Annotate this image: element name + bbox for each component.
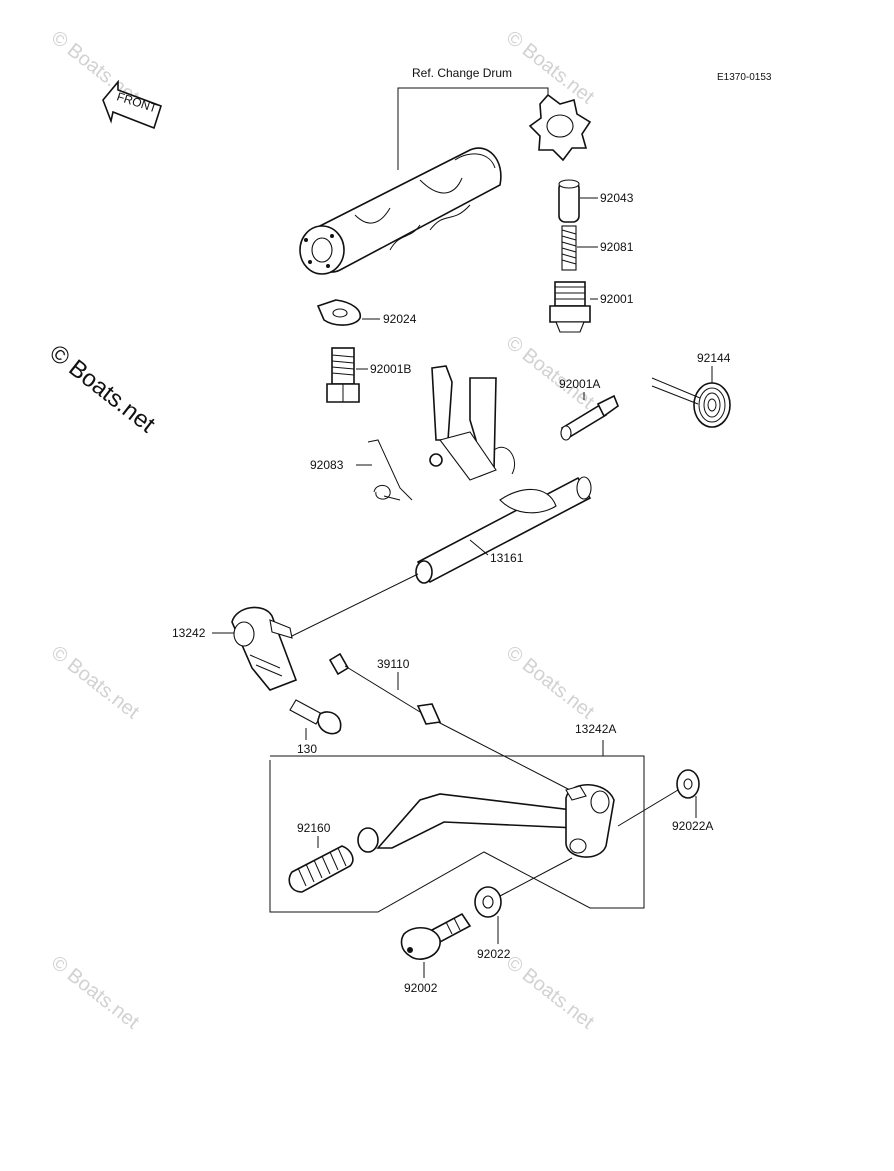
watermark-tile-5: © Boats.net [502, 642, 598, 724]
part-label-13242A: 13242A [575, 722, 616, 736]
part-label-130: 130 [297, 742, 317, 756]
part-label-39110: 39110 [377, 657, 410, 671]
part-label-92083: 92083 [310, 458, 344, 472]
change-drum-icon [299, 147, 502, 275]
part-label-92002: 92002 [404, 981, 438, 995]
pedal-rubber-92160-icon [288, 845, 354, 893]
part-label-92043: 92043 [600, 191, 634, 205]
watermark-tile-6: © Boats.net [47, 952, 143, 1034]
shift-lever-arm-13242-icon [231, 606, 298, 691]
part-label-13242: 13242 [172, 626, 206, 640]
part-label-92144: 92144 [697, 351, 731, 365]
watermark-main: © Boats.net [44, 339, 160, 438]
part-label-92022: 92022 [477, 947, 511, 961]
shift-pedal-icon [357, 784, 615, 858]
assembly-line-92022A [617, 789, 679, 827]
bolt-130-icon [289, 699, 342, 735]
watermark-tile-4: © Boats.net [47, 642, 143, 724]
part-label-92024: 92024 [383, 312, 417, 326]
drawing-code: E1370-0153 [717, 72, 772, 83]
return-spring-92083-icon [367, 439, 413, 501]
part-label-92001A: 92001A [559, 377, 600, 391]
tie-rod-39110-icon [328, 652, 442, 725]
shift-fork-icon [429, 365, 516, 481]
bolt-92001B-icon [326, 347, 360, 403]
watermark-tile-7: © Boats.net [502, 952, 598, 1034]
assembly-line-shaft [291, 573, 419, 637]
ref-change-drum-label: Ref. Change Drum [412, 66, 512, 80]
part-label-92022A: 92022A [672, 819, 713, 833]
pivot-bolt-92002-icon [400, 912, 472, 960]
pedal-bracket-frame [269, 755, 645, 913]
shift-shaft-13161-icon [415, 476, 592, 584]
part-label-92160: 92160 [297, 821, 331, 835]
part-label-92001B: 92001B [370, 362, 411, 376]
part-label-13161: 13161 [490, 551, 524, 565]
change-drum-star-icon [528, 93, 592, 162]
leader-13161 [469, 539, 489, 556]
assembly-line-92022 [499, 857, 573, 897]
stud-92001A-icon [560, 394, 619, 441]
washer-92022A-icon [676, 769, 700, 799]
part-label-92001: 92001 [600, 292, 634, 306]
spring-92081-icon [561, 225, 577, 271]
lock-washer-92024-icon [316, 299, 361, 326]
plug-92001-icon [549, 281, 591, 333]
torsion-spring-92144-icon [651, 377, 731, 428]
washer-92022-icon [474, 886, 502, 918]
pin-92043-icon [558, 179, 580, 223]
part-label-92081: 92081 [600, 240, 634, 254]
watermark-tile-3: © Boats.net [502, 332, 598, 414]
